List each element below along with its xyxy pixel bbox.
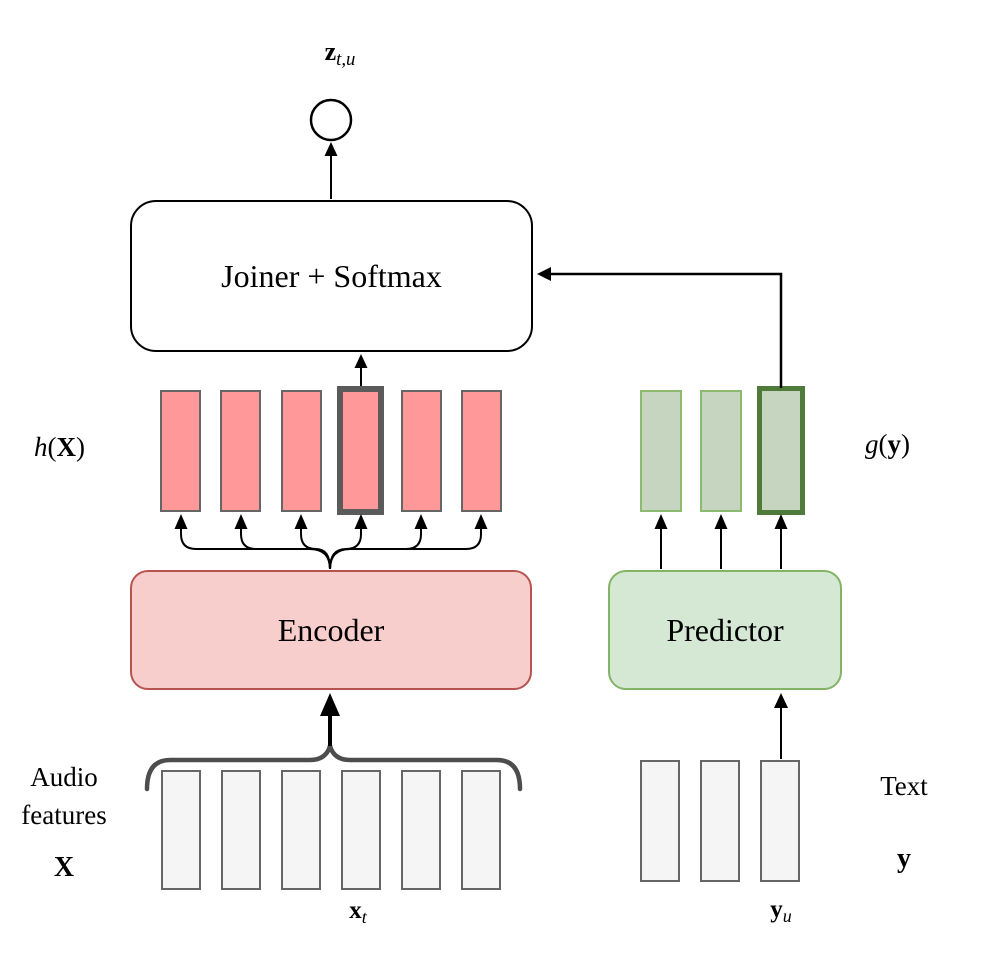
encoder-box: Encoder (130, 570, 532, 690)
predictor-output-func: g (865, 429, 879, 459)
predictor-output-arg: y (887, 429, 902, 459)
text-to-predictor-arrow (774, 693, 788, 759)
audio-frame-base: x (349, 897, 362, 924)
predictor-output-bar (640, 390, 682, 512)
text-symbol-label: y (897, 843, 911, 874)
text-input-bar (640, 760, 680, 882)
text-token-subscript: u (782, 905, 792, 926)
encoder-output-close-paren: ) (76, 432, 85, 462)
encoder-output-bar (401, 390, 442, 512)
predictor-label: Predictor (666, 611, 784, 648)
audio-input-bar (221, 770, 261, 890)
predictor-output-close-paren: ) (901, 429, 910, 459)
text-token-label: yu (749, 896, 813, 926)
audio-features-label-line2: features (21, 800, 107, 830)
encoder-output-bar (220, 390, 261, 512)
audio-input-bar (341, 770, 381, 890)
encoder-output-func: h (34, 432, 48, 462)
text-token-base: y (770, 896, 783, 923)
encoder-frame-to-joiner-arrow (354, 354, 368, 386)
encoder-output-arg: X (56, 432, 77, 462)
encoder-fanout-arrowheads (174, 514, 488, 529)
predictor-output-arrowheads (654, 514, 788, 529)
predictor-output-bar (700, 390, 742, 512)
predictor-output-open-paren: ( (878, 429, 888, 459)
output-symbol-base: z (324, 37, 337, 66)
predictor-output-label: g(y) (840, 429, 935, 460)
encoder-output-bar-highlighted (337, 386, 384, 515)
audio-input-bar (461, 770, 501, 890)
text-input-bar (700, 760, 740, 882)
audio-to-encoder-arrow (320, 693, 340, 746)
encoder-output-label: h(X) (12, 432, 107, 463)
predictor-state-to-joiner-arrow (537, 267, 783, 388)
text-label: Text (880, 771, 928, 801)
audio-frame-subscript: t (361, 906, 367, 927)
predictor-output-arrows (660, 526, 782, 569)
audio-features-label-line1: Audio (30, 762, 98, 792)
output-symbol-label: zt,u (300, 37, 380, 70)
text-input-bar (760, 760, 800, 882)
output-node-circle (309, 98, 353, 142)
encoder-output-bar (160, 390, 201, 512)
output-symbol-subscript: t,u (336, 48, 356, 70)
encoder-fanout-arrows (180, 526, 482, 570)
predictor-output-bar-highlighted (757, 386, 805, 515)
encoder-output-open-paren: ( (47, 432, 57, 462)
encoder-label: Encoder (277, 611, 385, 648)
encoder-output-bar (461, 390, 502, 512)
audio-symbol-label: X (53, 852, 75, 883)
audio-frame-label: xt (327, 897, 389, 927)
joiner-softmax-label: Joiner + Softmax (221, 257, 442, 294)
audio-input-bar (281, 770, 321, 890)
joiner-to-output-arrow (324, 142, 338, 199)
audio-input-bar (161, 770, 201, 890)
predictor-box: Predictor (608, 570, 842, 690)
audio-input-bar (401, 770, 441, 890)
encoder-output-bar (281, 390, 322, 512)
joiner-softmax-box: Joiner + Softmax (130, 200, 533, 352)
